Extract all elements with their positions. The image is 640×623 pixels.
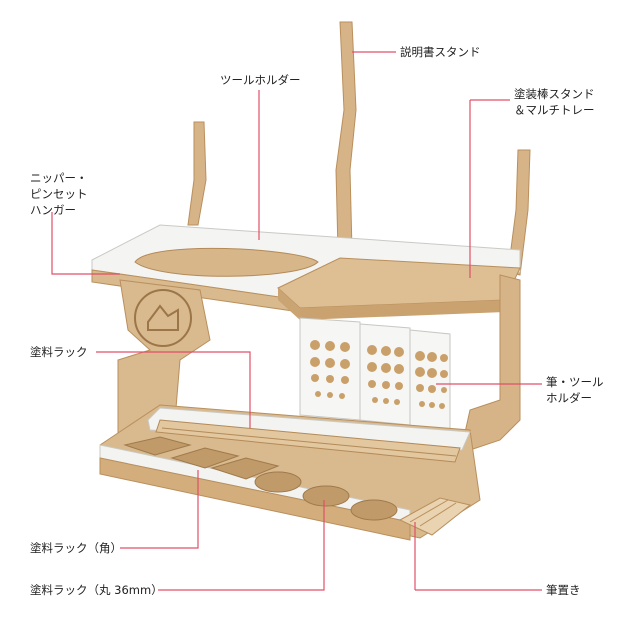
label-manual-stand: 説明書スタンド (400, 45, 481, 59)
leader-nipper-hanger (51, 212, 120, 275)
label-paint-rack-square: 塗料ラック（角） (30, 541, 122, 555)
label-nipper-hanger: ニッパー・ ピンセット ハンガー (30, 171, 88, 217)
leader-paint-rack-square (120, 470, 199, 549)
label-brush-tool-holder: 筆・ツール ホルダー (546, 375, 604, 405)
bottom-base (99, 404, 481, 541)
label-paint-rack-round: 塗料ラック（丸 36mm） (30, 583, 163, 597)
leader-paint-rack-round (158, 500, 325, 591)
label-paint-stick-stand: 塗装棒スタンド ＆マルチトレー (514, 87, 595, 117)
multi-tray (277, 257, 521, 320)
label-brush-rest: 筆置き (546, 583, 581, 597)
leader-lines (51, 51, 542, 591)
brush-holder-panels (299, 317, 451, 433)
label-tool-holder: ツールホルダー (220, 73, 301, 87)
leader-paint-rack (96, 351, 251, 428)
manual-stand-rods (187, 21, 531, 276)
label-paint-rack: 塗料ラック (30, 345, 88, 359)
